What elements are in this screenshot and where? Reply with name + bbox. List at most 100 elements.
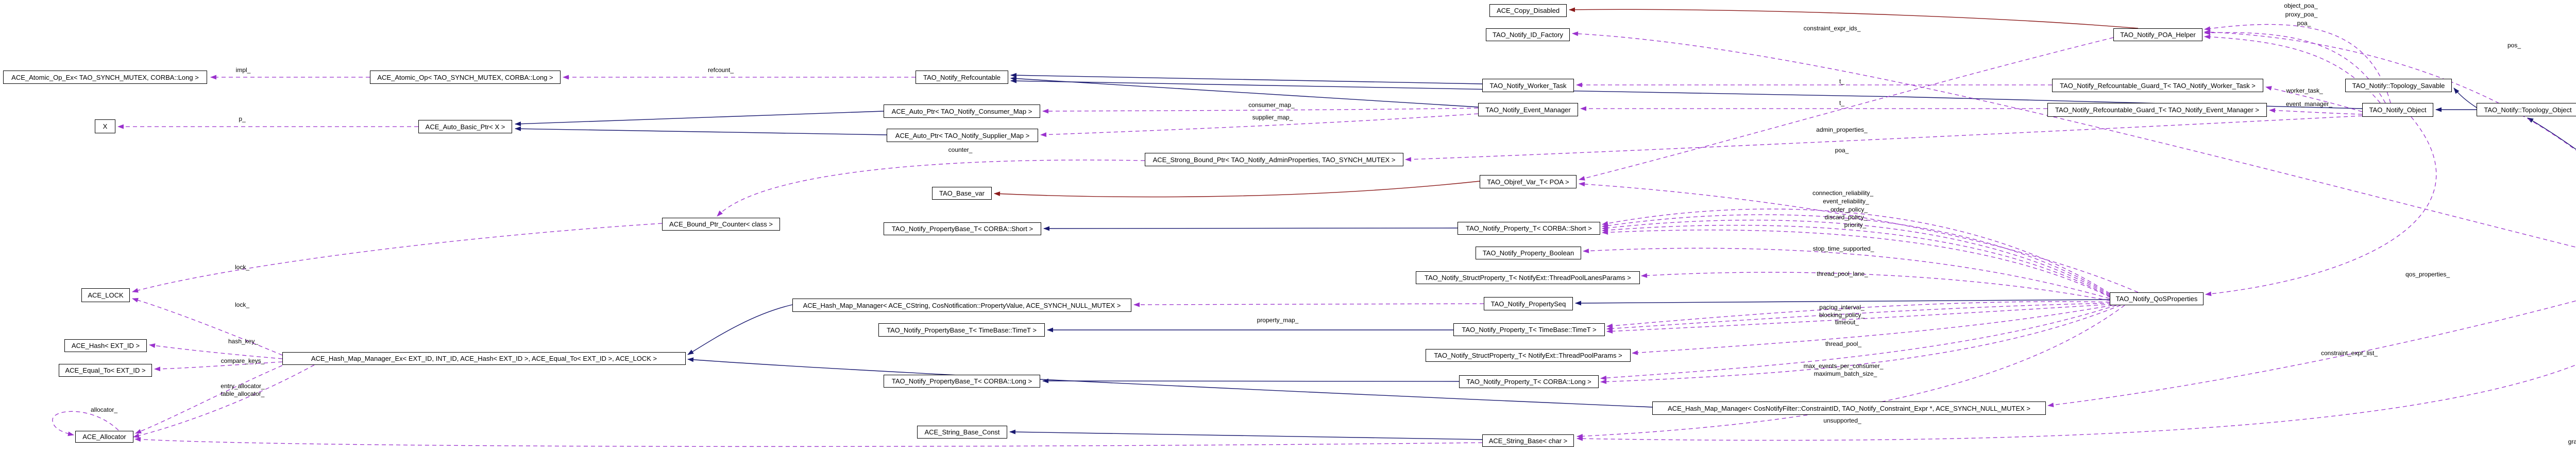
class-node-label: ACE_Atomic_Op< TAO_SYNCH_MUTEX, CORBA::L…: [377, 73, 553, 81]
edge-label-text: entry_allocator_: [221, 382, 265, 390]
edge-label: object_poa_: [2284, 3, 2317, 9]
protected-inheritance-edges: [994, 7, 2139, 198]
class-node[interactable]: TAO_Notify_Property_T< CORBA::Short >: [1458, 222, 1600, 235]
class-node[interactable]: TAO_Notify_Refcountable: [916, 71, 1008, 84]
edge-label-text: constraint_expr_ids_: [1803, 25, 1861, 32]
class-node[interactable]: TAO_Notify_Object: [2362, 103, 2433, 117]
class-node-label: ACE_Hash< EXT_ID >: [71, 342, 140, 349]
edge-label: order_policy_: [1831, 206, 1868, 213]
edge-label-text: object_poa_: [2284, 2, 2318, 9]
class-node[interactable]: TAO_Notify::Topology_Object: [2477, 103, 2576, 116]
class-node-label: TAO_Notify_Property_Boolean: [1482, 249, 1574, 257]
class-node[interactable]: TAO_Notify_ID_Factory: [1486, 28, 1570, 41]
class-node[interactable]: ACE_Hash< EXT_ID >: [64, 339, 147, 352]
edge-label: blocking_policy_: [1819, 312, 1865, 318]
edge-label-text: maximum_batch_size_: [1814, 370, 1877, 377]
class-node[interactable]: ACE_Auto_Ptr< TAO_Notify_Consumer_Map >: [884, 104, 1040, 118]
class-node[interactable]: TAO_Notify_Worker_Task: [1482, 79, 1574, 92]
edge-label-text: priority_: [1844, 221, 1867, 229]
class-node-label: TAO_Notify_Property_T< CORBA::Short >: [1466, 224, 1592, 232]
edge-label-text: refcount_: [707, 66, 734, 74]
class-node[interactable]: TAO_Notify_Property_Boolean: [1476, 247, 1581, 259]
class-node[interactable]: ACE_Auto_Basic_Ptr< X >: [418, 120, 512, 133]
edge-label-text: blocking_policy_: [1819, 311, 1865, 319]
class-node-label: TAO_Notify::Topology_Savable: [2352, 81, 2445, 90]
class-node[interactable]: TAO_Notify_PropertyBase_T< TimeBase::Tim…: [878, 323, 1045, 337]
class-node[interactable]: TAO_Notify_Refcountable_Guard_T< TAO_Not…: [2047, 103, 2267, 117]
edge-label: allocator_: [91, 407, 117, 413]
class-node[interactable]: ACE_Auto_Ptr< TAO_Notify_Supplier_Map >: [887, 129, 1038, 142]
class-node[interactable]: ACE_Bound_Ptr_Counter< class >: [662, 218, 780, 231]
class-node[interactable]: TAO_Notify_StructProperty_T< NotifyExt::…: [1426, 349, 1631, 362]
edge-label-text: timeout_: [1835, 319, 1859, 326]
class-node-label: TAO_Objref_Var_T< POA >: [1487, 178, 1569, 186]
usage-edges: [52, 24, 2576, 447]
class-node[interactable]: TAO_Notify_Refcountable_Guard_T< TAO_Not…: [2052, 79, 2263, 92]
class-node-label: TAO_Notify_PropertyBase_T< CORBA::Short …: [891, 225, 1033, 233]
edge-label-text: worker_task_: [2286, 87, 2323, 94]
edge-label-text: compare_keys_: [221, 357, 265, 364]
class-node[interactable]: TAO_Notify_PropertyBase_T< CORBA::Short …: [884, 222, 1041, 235]
edge-label-text: lock_: [234, 301, 250, 308]
edge-label: timeout_: [1835, 319, 1859, 325]
class-node[interactable]: ACE_LOCK: [81, 288, 130, 302]
class-node[interactable]: ACE_String_Base< char >: [1482, 434, 1574, 447]
class-node-label: ACE_String_Base< char >: [1488, 436, 1568, 445]
class-node-label: TAO_Notify_Refcountable_Guard_T< TAO_Not…: [2060, 81, 2256, 90]
class-node[interactable]: ACE_Equal_To< EXT_ID >: [59, 364, 152, 377]
class-node[interactable]: ACE_Hash_Map_Manager_Ex< EXT_ID, INT_ID,…: [282, 352, 686, 365]
class-node-label: ACE_Auto_Basic_Ptr< X >: [425, 123, 505, 131]
edge-label-text: event_reliability_: [1823, 198, 1869, 205]
class-node-label: TAO_Notify_PropertySeq: [1490, 300, 1566, 308]
edge-label: counter_: [948, 147, 973, 153]
class-node[interactable]: TAO_Notify_Event_Manager: [1478, 103, 1578, 116]
class-node[interactable]: ACE_Allocator: [75, 431, 133, 443]
class-node-label: ACE_Equal_To< EXT_ID >: [65, 366, 146, 374]
edge-label: constraint_expr_ids_: [1804, 25, 1861, 31]
edge-label-text: table_allocator_: [221, 390, 265, 397]
edge-label-text: property_map_: [1257, 317, 1299, 324]
edge-label-text: poa_: [1835, 147, 1849, 154]
edge-label: pos_: [2507, 42, 2521, 48]
class-node[interactable]: ACE_String_Base_Const: [917, 426, 1007, 439]
class-node-label: X: [103, 123, 108, 130]
class-node-label: TAO_Notify_QoSProperties: [2115, 295, 2198, 303]
class-node[interactable]: TAO_Notify_POA_Helper: [2113, 28, 2202, 41]
class-node[interactable]: TAO_Base_var: [932, 187, 992, 200]
class-node-label: TAO_Notify_ID_Factory: [1492, 31, 1564, 39]
class-node[interactable]: ACE_Atomic_Op_Ex< TAO_SYNCH_MUTEX, CORBA…: [3, 71, 207, 84]
class-node-label: ACE_Hash_Map_Manager_Ex< EXT_ID, INT_ID,…: [311, 355, 657, 362]
class-node-label: ACE_String_Base_Const: [924, 428, 1000, 436]
edge-label: property_map_: [1257, 317, 1299, 323]
class-node-label: TAO_Notify::Topology_Object: [2484, 106, 2572, 114]
class-node-label: TAO_Notify_PropertyBase_T< CORBA::Long >: [891, 377, 1032, 385]
class-node[interactable]: TAO_Objref_Var_T< POA >: [1480, 175, 1577, 188]
class-node[interactable]: ACE_Atomic_Op< TAO_SYNCH_MUTEX, CORBA::L…: [370, 71, 561, 84]
class-node[interactable]: TAO_Notify_PropertyBase_T< CORBA::Long >: [884, 375, 1040, 388]
edge-label-text: max_events_per_consumer_: [1803, 362, 1884, 370]
class-node[interactable]: TAO_Notify_PropertySeq: [1484, 297, 1573, 310]
class-node[interactable]: TAO_Notify::Topology_Savable: [2345, 79, 2452, 92]
edge-label: poa_: [2297, 20, 2311, 26]
class-node-label: ACE_Atomic_Op_Ex< TAO_SYNCH_MUTEX, CORBA…: [11, 73, 199, 81]
class-node[interactable]: ACE_Copy_Disabled: [1489, 4, 1567, 17]
class-node[interactable]: ACE_Hash_Map_Manager< ACE_CString, CosNo…: [792, 299, 1131, 312]
edge-label-text: discard_policy_: [1824, 214, 1868, 221]
edge-label: p_: [239, 116, 245, 122]
class-node[interactable]: ACE_Strong_Bound_Ptr< TAO_Notify_AdminPr…: [1145, 153, 1403, 166]
class-node-label: ACE_Strong_Bound_Ptr< TAO_Notify_AdminPr…: [1153, 155, 1396, 164]
edge-label: compare_keys_: [221, 358, 265, 364]
class-node[interactable]: TAO_Notify_StructProperty_T< NotifyExt::…: [1416, 271, 1640, 284]
class-node[interactable]: TAO_Notify_QoSProperties: [2110, 292, 2204, 305]
edge-label: thread_pool_: [1825, 341, 1861, 347]
edge-label-text: admin_properties_: [1816, 126, 1868, 133]
class-node[interactable]: TAO_Notify_Property_T< TimeBase::TimeT >: [1453, 323, 1605, 336]
class-node[interactable]: ACE_Hash_Map_Manager< CosNotifyFilter::C…: [1652, 401, 2046, 415]
edge-label: unsupported_: [1823, 417, 1861, 424]
class-node[interactable]: X: [95, 119, 115, 133]
class-node[interactable]: TAO_Notify_Property_T< CORBA::Long >: [1459, 375, 1599, 388]
edge-label: worker_task_: [2286, 88, 2323, 94]
edge-label-text: thread_pool_lane_: [1817, 270, 1868, 277]
edge-label: lock_: [235, 264, 249, 270]
